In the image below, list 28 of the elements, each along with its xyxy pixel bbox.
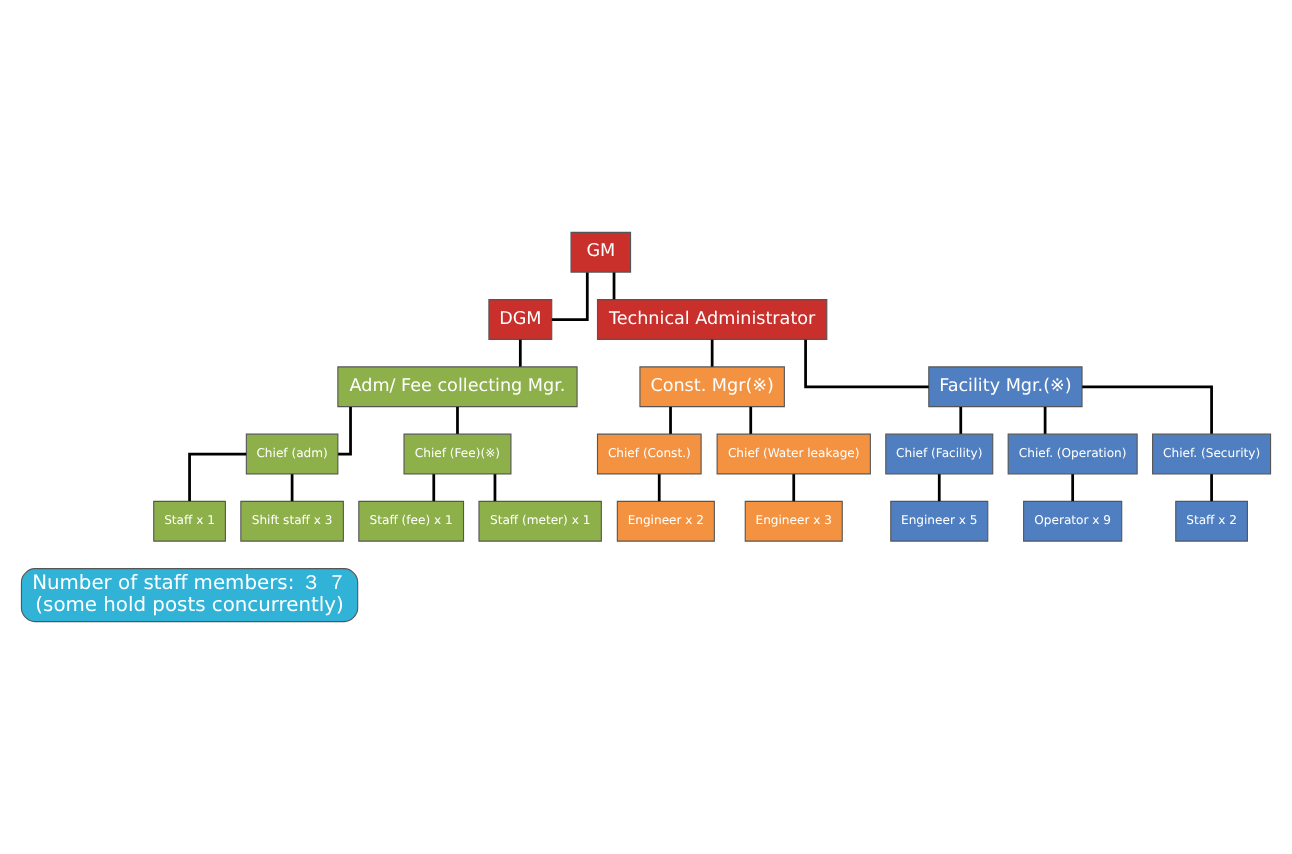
connector xyxy=(518,339,522,367)
connector xyxy=(1082,385,1213,434)
connector xyxy=(338,406,352,456)
node-box: DGM xyxy=(488,299,553,340)
connector xyxy=(710,339,714,367)
connector xyxy=(188,452,247,502)
node-box: Technical Administrator xyxy=(596,299,828,340)
connector xyxy=(290,474,294,502)
connector xyxy=(669,406,672,434)
node-box: Facility Mgr.(※) xyxy=(928,366,1083,408)
connector xyxy=(1043,406,1047,434)
connector xyxy=(551,272,589,321)
connector xyxy=(937,474,941,502)
node-box: Adm/ Fee collecting Mgr. xyxy=(337,366,578,408)
connector xyxy=(1071,474,1075,502)
connector xyxy=(456,406,459,434)
connector xyxy=(612,272,616,300)
connector xyxy=(749,406,753,434)
node-box: GM xyxy=(570,231,632,273)
connector xyxy=(1210,474,1213,502)
connector xyxy=(432,474,436,502)
connector xyxy=(792,474,796,502)
connector xyxy=(959,406,963,434)
node-box: Const. Mgr(※) xyxy=(639,366,785,408)
connector xyxy=(493,474,497,502)
node-box: Number of staff members: ３ ７ (some hold posts concurrently) xyxy=(20,568,359,623)
connector xyxy=(657,474,661,502)
connector xyxy=(804,339,929,389)
